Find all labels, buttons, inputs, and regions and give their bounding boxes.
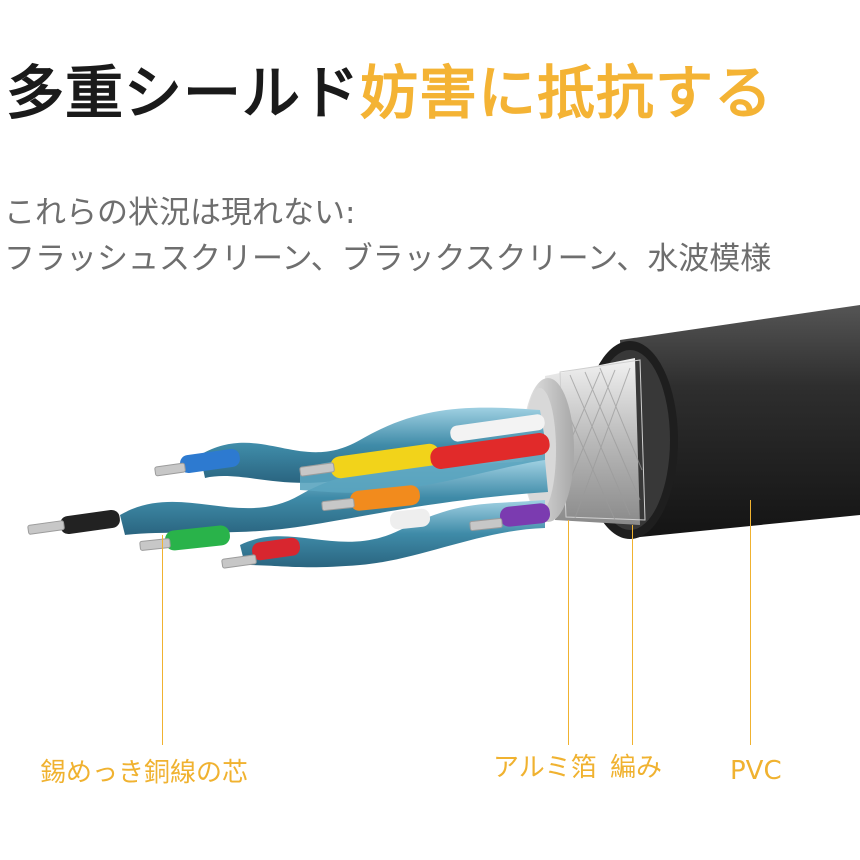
copper-tips — [27, 462, 503, 569]
subtitle-line-1: これらの状況は現れない: — [4, 195, 356, 231]
leader-braid — [632, 525, 633, 745]
label-foil: アルミ箔 — [493, 753, 597, 783]
leader-jacket — [750, 500, 751, 745]
headline: 多重シールド妨害に抵抗する — [6, 59, 774, 127]
headline-accent: 妨害に抵抗する — [360, 59, 774, 127]
subtitle: これらの状況は現れない: フラッシュスクリーン、ブラックスクリーン、水波模様 — [4, 190, 771, 282]
leader-foil — [568, 520, 569, 745]
color-wires — [60, 414, 551, 561]
label-jacket: PVC — [730, 756, 782, 786]
label-core: 錫めっき銅線の芯 — [40, 758, 249, 788]
cable-illustration — [27, 305, 860, 569]
headline-dark: 多重シールド — [6, 59, 361, 127]
label-braid: 編み — [610, 753, 663, 783]
leader-core — [162, 535, 163, 745]
subtitle-line-2: フラッシュスクリーン、ブラックスクリーン、水波模様 — [4, 241, 772, 277]
